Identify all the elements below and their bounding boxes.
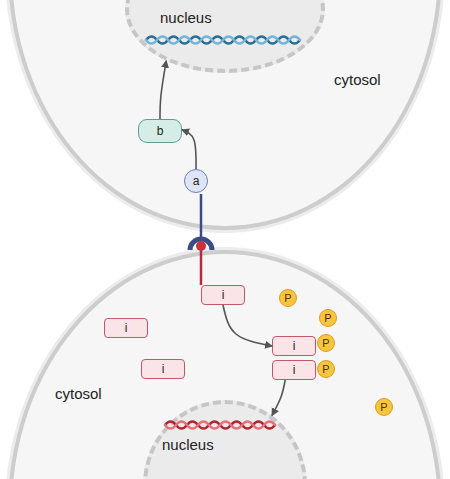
node-label: i <box>293 363 296 377</box>
protein-box: i <box>201 285 245 305</box>
cell-body: cytosoliPPiiPiiPPnucleus <box>8 250 442 479</box>
region-label: cytosol <box>55 386 102 401</box>
node-label: P <box>322 337 329 349</box>
arrow-connector <box>160 61 166 119</box>
nucleus-shape: nucleus <box>143 400 307 479</box>
phosphate-circle: P <box>279 289 297 307</box>
phosphate-circle: P <box>317 360 335 378</box>
arrow-connector <box>223 305 272 346</box>
protein-box: b <box>138 119 182 143</box>
node-label: P <box>284 292 291 304</box>
node-label: b <box>157 124 164 138</box>
phosphate-circle: P <box>317 334 335 352</box>
protein-circle: a <box>184 169 208 193</box>
receptor-stem <box>200 194 203 238</box>
protein-box: i <box>272 336 316 356</box>
protein-box: i <box>272 360 316 380</box>
receptor-cup <box>190 239 212 250</box>
protein-box: i <box>141 359 185 379</box>
node-label: i <box>125 321 128 335</box>
cell-body: cytosol nucleus b a <box>8 0 442 230</box>
region-label: nucleus <box>162 437 214 452</box>
nucleus-shape: nucleus <box>125 0 325 73</box>
arrow-connector <box>272 380 285 415</box>
node-label: P <box>322 363 329 375</box>
dna-strand <box>146 37 300 44</box>
phosphate-circle: P <box>319 309 337 327</box>
dna-strand <box>165 422 275 429</box>
dna-strand <box>146 37 300 44</box>
node-label: i <box>293 339 296 353</box>
arrow-connector <box>182 130 196 169</box>
node-label: a <box>193 174 200 188</box>
phosphate-circle: P <box>375 398 393 416</box>
dna-strand <box>165 422 275 429</box>
node-label: i <box>222 288 225 302</box>
dna-bottom <box>165 422 275 429</box>
connector-layer <box>160 61 285 416</box>
node-label: P <box>324 312 331 324</box>
node-label: i <box>162 362 165 376</box>
dna-top <box>146 37 300 44</box>
region-label: nucleus <box>160 10 212 25</box>
ligand-stem <box>200 249 203 285</box>
node-label: P <box>380 401 387 413</box>
region-label: cytosol <box>334 72 381 87</box>
protein-box: i <box>104 318 148 338</box>
ligand-head <box>196 241 206 251</box>
